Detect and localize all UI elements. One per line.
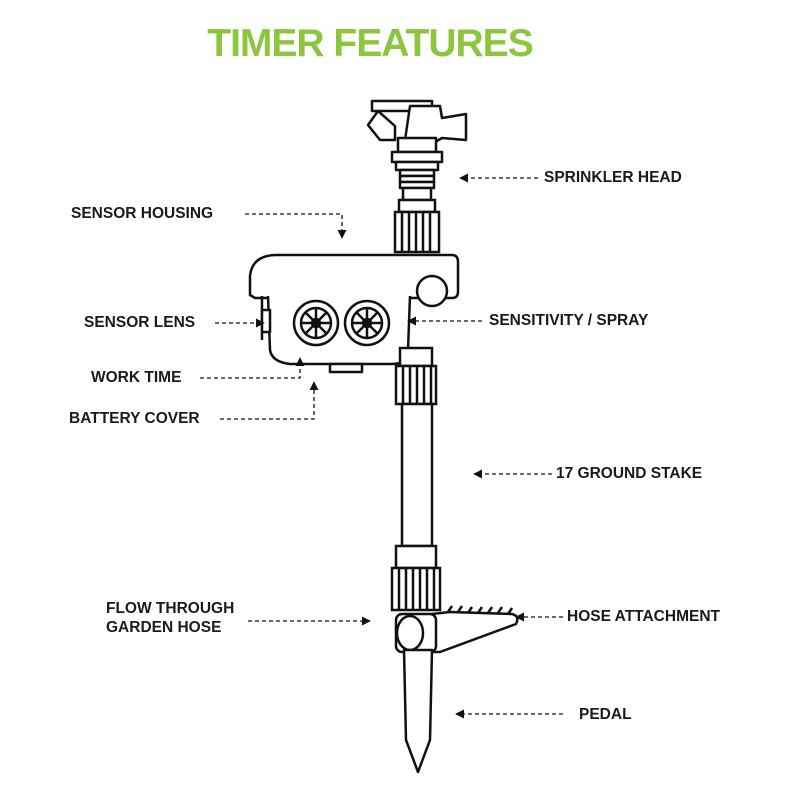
diagram-title: TIMER FEATURES — [207, 22, 533, 65]
label-flow-through-line1: FLOW THROUGH — [106, 600, 235, 617]
label-ground-stake: 17 GROUND STAKE — [556, 465, 703, 482]
label-battery-cover: BATTERY COVER — [69, 410, 200, 427]
label-flow-through-line2: GARDEN HOSE — [106, 619, 222, 636]
sprinkler-head-part — [366, 99, 468, 202]
upper-coupling — [393, 198, 441, 254]
middle-coupling — [394, 346, 438, 406]
lower-coupling — [390, 544, 442, 612]
leader-sensor-housing — [245, 213, 347, 239]
leader-battery-cover — [220, 381, 319, 420]
label-work-time: WORK TIME — [91, 369, 182, 386]
label-sensitivity-spray: SENSITIVITY / SPRAY — [489, 312, 649, 329]
pedal-part — [402, 648, 434, 774]
hose-attachment-part — [394, 605, 519, 654]
leader-lines — [200, 173, 563, 719]
label-sensor-housing: SENSOR HOUSING — [71, 205, 214, 222]
leader-work-time — [200, 357, 305, 379]
label-hose-attachment: HOSE ATTACHMENT — [567, 608, 720, 625]
label-pedal: PEDAL — [579, 706, 632, 723]
sensor-lens-right — [343, 299, 391, 347]
sensor-lens-left — [292, 299, 340, 347]
label-sensor-lens: SENSOR LENS — [84, 314, 196, 331]
label-sprinkler-head: SPRINKLER HEAD — [544, 169, 682, 186]
ground-stake-part — [400, 402, 434, 548]
